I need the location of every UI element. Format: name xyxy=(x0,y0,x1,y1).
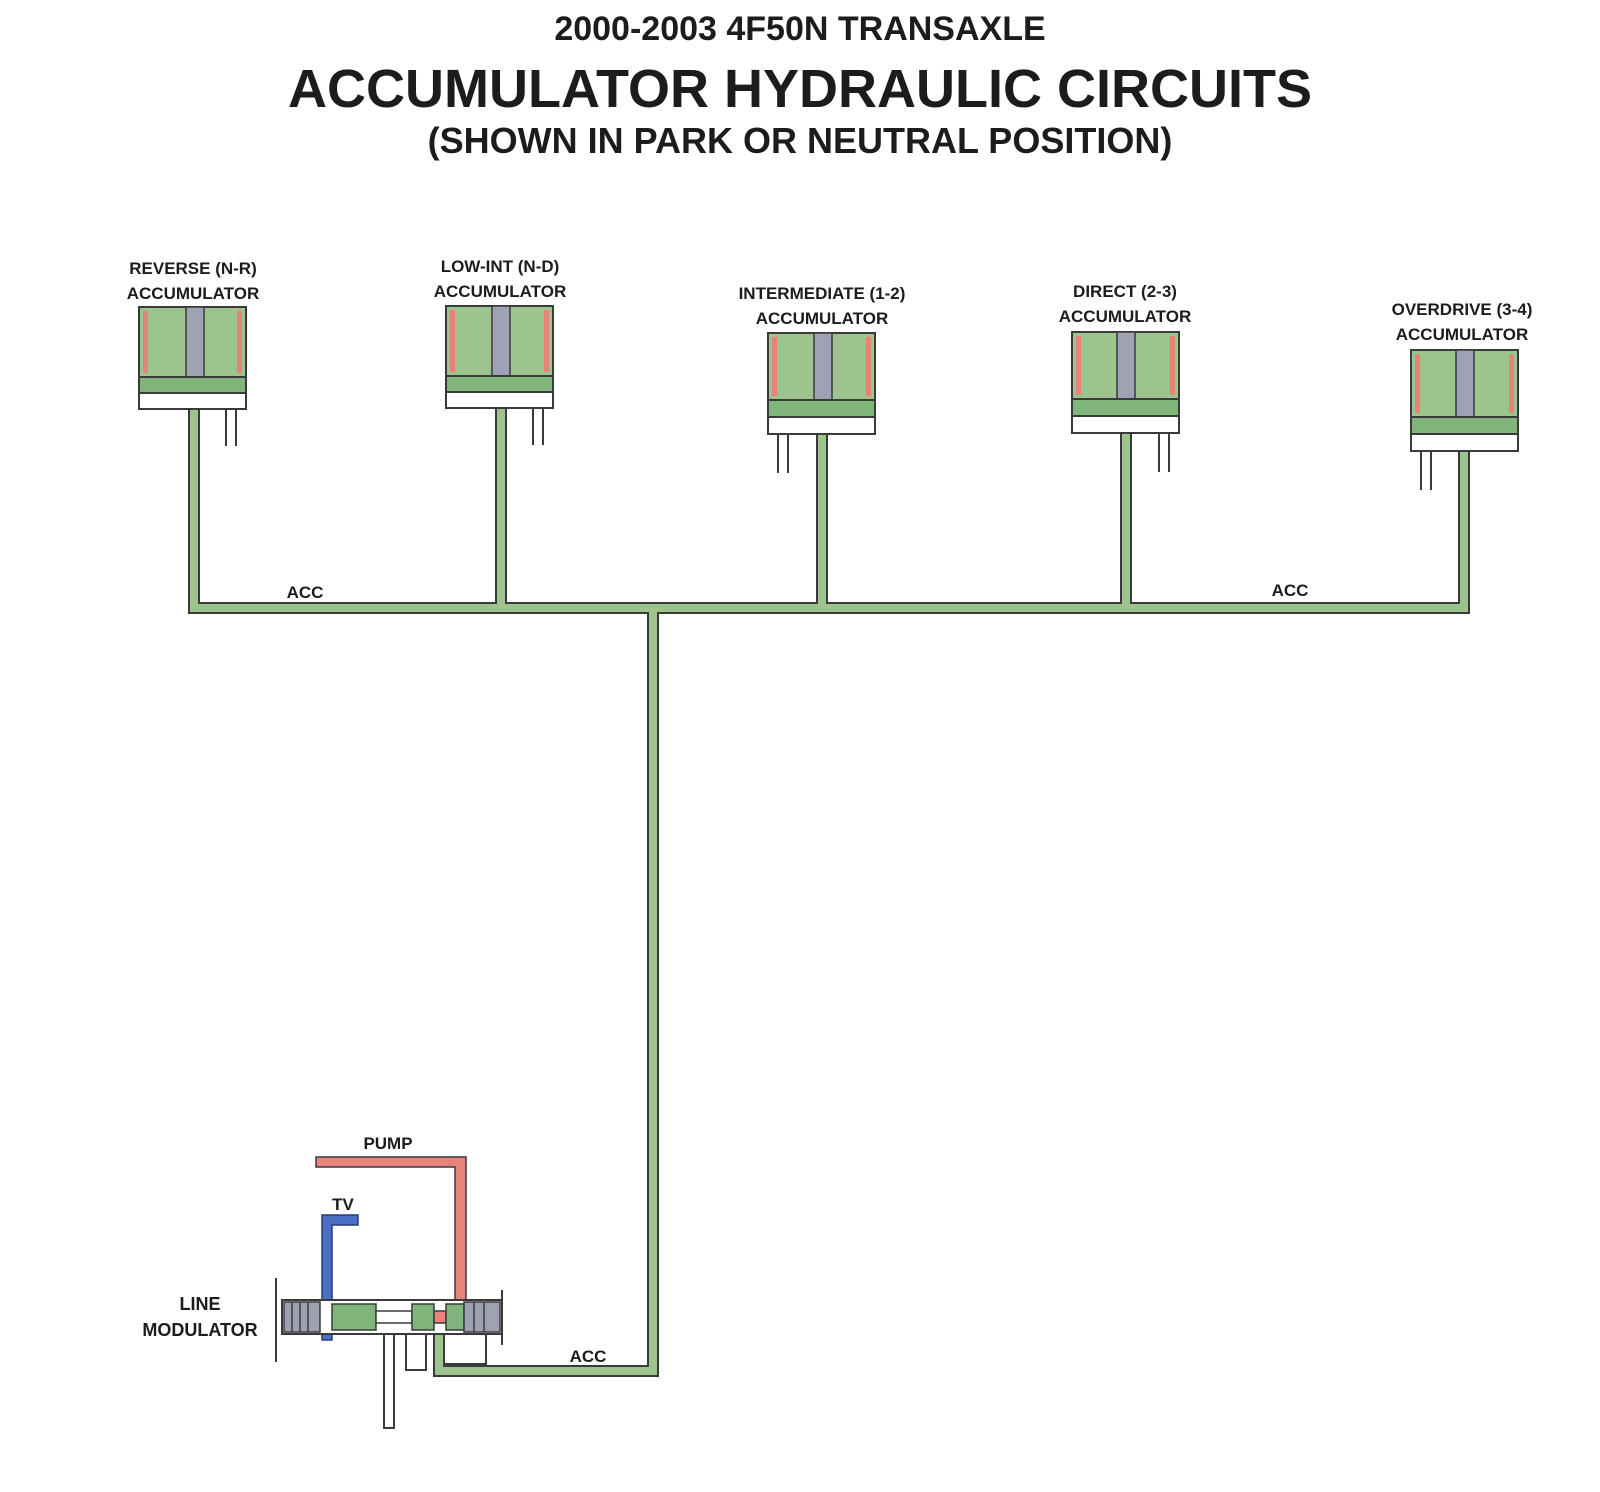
acc-feed-direct xyxy=(1120,429,1132,606)
acc-label-left: ACC xyxy=(287,583,324,602)
title-line-2: ACCUMULATOR HYDRAULIC CIRCUITS xyxy=(288,59,1312,119)
accumulator-label-line1: DIRECT (2-3) xyxy=(1073,282,1177,301)
title-line-1: 2000-2003 4F50N TRANSAXLE xyxy=(554,10,1046,48)
valve-label-line1: LINE xyxy=(179,1294,220,1314)
acc-feed-lowint xyxy=(495,404,507,606)
accumulator-intermediate: INTERMEDIATE (1-2) ACCUMULATOR xyxy=(739,284,906,473)
valve-label-line2: MODULATOR xyxy=(142,1320,257,1340)
accumulator-label-line2: ACCUMULATOR xyxy=(756,309,889,328)
accumulator-label-line1: REVERSE (N-R) xyxy=(129,259,257,278)
accumulator-label-line2: ACCUMULATOR xyxy=(1396,325,1529,344)
tv-label: TV xyxy=(332,1195,354,1214)
accumulator-direct: DIRECT (2-3) ACCUMULATOR xyxy=(1059,282,1192,472)
acc-label-bottom: ACC xyxy=(570,1347,607,1366)
acc-feed-overdrive xyxy=(1458,449,1470,606)
acc-feed-reverse xyxy=(188,404,200,606)
line-modulator-valve: LINE MODULATOR xyxy=(142,1278,503,1429)
pump-label: PUMP xyxy=(363,1134,412,1153)
acc-circuit xyxy=(188,404,1470,1377)
accumulator-overdrive: OVERDRIVE (3-4) ACCUMULATOR xyxy=(1392,300,1533,490)
title-line-3: (SHOWN IN PARK OR NEUTRAL POSITION) xyxy=(427,120,1173,161)
accumulator-label-line2: ACCUMULATOR xyxy=(127,284,260,303)
accumulator-label-line2: ACCUMULATOR xyxy=(1059,307,1192,326)
accumulator-label-line1: INTERMEDIATE (1-2) xyxy=(739,284,906,303)
accumulator-label-line1: LOW-INT (N-D) xyxy=(441,257,560,276)
accumulator-reverse: REVERSE (N-R) ACCUMULATOR xyxy=(127,259,260,446)
acc-label-right: ACC xyxy=(1272,581,1309,600)
accumulator-label-line2: ACCUMULATOR xyxy=(434,282,567,301)
accumulator-low-int: LOW-INT (N-D) ACCUMULATOR xyxy=(434,257,567,445)
acc-feed-intermediate xyxy=(816,429,828,606)
accumulator-label-line1: OVERDRIVE (3-4) xyxy=(1392,300,1533,319)
